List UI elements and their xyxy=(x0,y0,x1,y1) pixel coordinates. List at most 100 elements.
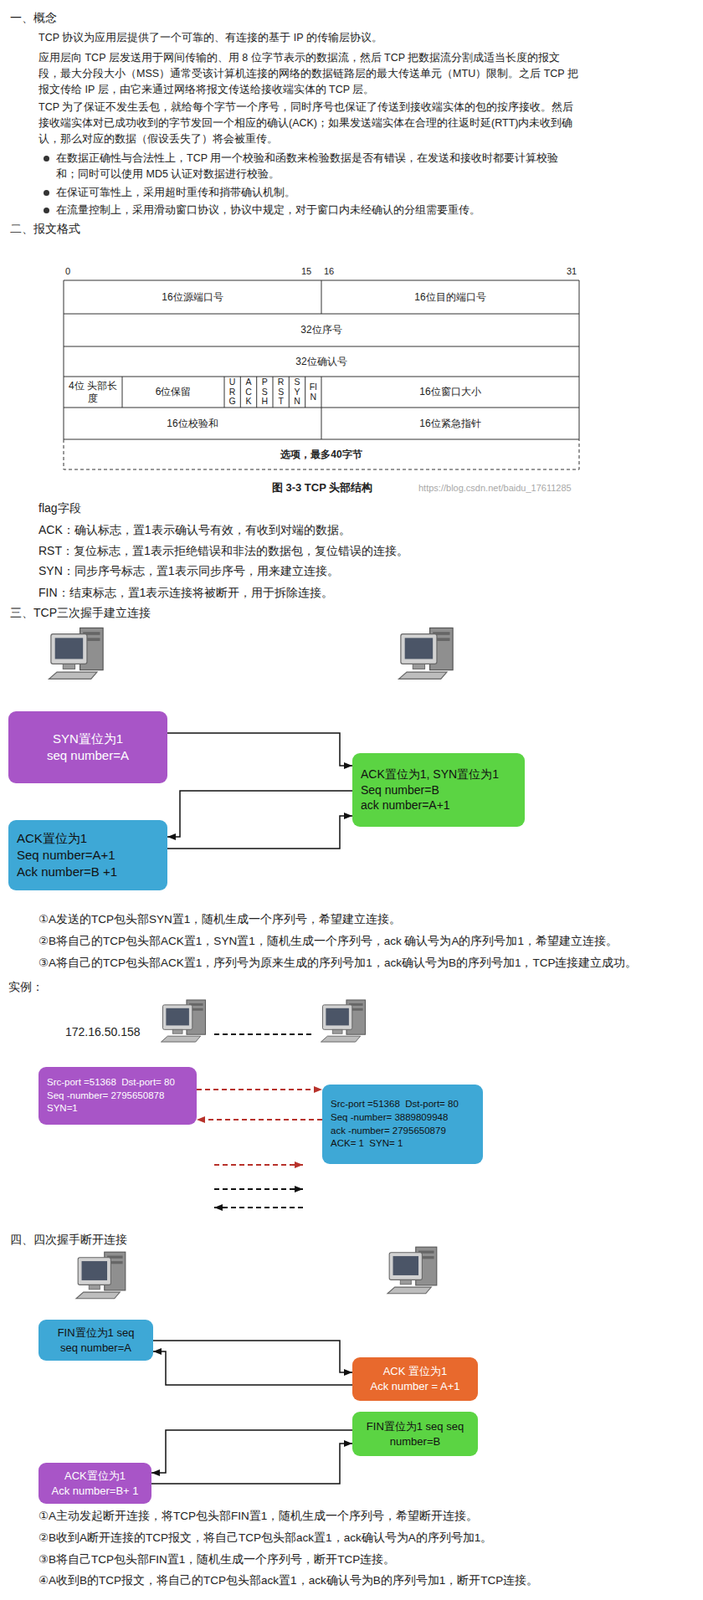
packet-field-text: ACK置位为1, SYN置位为1 xyxy=(360,766,499,783)
message-arrow xyxy=(153,1351,353,1386)
table-column-lines xyxy=(63,280,580,440)
message-arrow xyxy=(151,1443,353,1484)
table-cell: 32位序号 xyxy=(300,323,342,337)
packet-field-text: ACK置位为1 xyxy=(64,1468,126,1484)
computer-icon xyxy=(76,1252,126,1299)
packet-field-text: Seq number=B xyxy=(360,782,440,799)
bullet-text: 在保证可靠性上，采用超时重传和捎带确认机制。 xyxy=(56,184,579,201)
fin-packet-box: FIN置位为1 seqseq number=A xyxy=(38,1319,154,1361)
flag-description: RST：复位标志，置1表示拒绝错误和非法的数据包，复位错误的连接。 xyxy=(38,543,409,560)
packet-field-text: ack number=A+1 xyxy=(360,797,451,814)
packet-field-text: Seq -number= 2795650878 xyxy=(46,1089,165,1104)
packet-field-text: Ack number = A+1 xyxy=(370,1379,461,1395)
figure-caption: 图 3-3 TCP 头部结构 xyxy=(271,481,373,495)
message-arrow xyxy=(196,1118,323,1121)
dashed-arrow xyxy=(214,1188,303,1191)
bit-number: 0 xyxy=(65,265,71,278)
section-heading: 二、报文格式 xyxy=(10,220,81,238)
flag-bit: PSH xyxy=(260,377,270,407)
dashed-arrow xyxy=(214,1206,303,1209)
bullet-text: 在数据正确性与合法性上，TCP 用一个校验和函数来检验数据是否有错误，在发送和接… xyxy=(56,150,579,183)
flag-description: FIN：结束标志，置1表示连接将被断开，用于拆除连接。 xyxy=(38,584,334,602)
section-heading: 一、概念 xyxy=(10,10,57,27)
options-dashed-border xyxy=(63,439,580,470)
bullet-dot xyxy=(43,189,50,196)
packet-field-text: Seq -number= 3889809948 xyxy=(330,1111,448,1125)
ack-packet-box: ACK置位为1Ack number=B+ 1 xyxy=(38,1462,152,1504)
packet-field-text: Ack number=B+ 1 xyxy=(51,1483,139,1499)
table-cell: 16位目的端口号 xyxy=(414,291,486,304)
table-cell: 16位紧急指针 xyxy=(419,417,481,431)
example-heading: 实例： xyxy=(8,979,44,996)
paragraph: 应用层向 TCP 层发送用于网间传输的、用 8 位字节表示的数据流，然后 TCP… xyxy=(38,50,579,98)
flag-bit: ACK xyxy=(244,377,254,407)
flag-description: SYN：同步序号标志，置1表示同步序号，用来建立连接。 xyxy=(38,563,339,580)
packet-field-text: ACK= 1 SYN= 1 xyxy=(330,1137,403,1151)
fin-packet-box: FIN置位为1 seq seq number=B xyxy=(352,1411,478,1457)
bullet-dot xyxy=(43,207,50,214)
watermark: https://blog.csdn.net/baidu_17611285 xyxy=(418,482,572,495)
ack-packet-box: ACK置位为1Seq number=A+1Ack number=B +1 xyxy=(8,820,168,891)
bullet-dot xyxy=(43,155,50,162)
flag-column-lines xyxy=(240,376,305,408)
packet-field-text: Src-port =51368 Dst-port= 80 xyxy=(330,1098,459,1112)
message-arrow xyxy=(153,1340,353,1373)
dashed-arrow xyxy=(214,1164,303,1166)
example-packet-box: Src-port =51368 Dst-port= 80Seq -number=… xyxy=(38,1067,197,1125)
tcp-header-table xyxy=(63,280,580,470)
packet-field-text: seq number=A xyxy=(60,1340,132,1356)
table-cell: 16位校验和 xyxy=(166,417,218,431)
bit-number: 31 xyxy=(566,265,577,278)
step-text: ④A收到B的TCP报文，将自己的TCP包头部ack置1，ack确认号为B的序列号… xyxy=(38,1573,539,1590)
message-arrow xyxy=(167,815,353,849)
syn-packet-box: SYN置位为1seq number=A xyxy=(8,711,168,784)
computer-icon xyxy=(387,1246,437,1294)
table-cell: 16位窗口大小 xyxy=(419,385,481,399)
packet-field-text: SYN置位为1 xyxy=(52,730,124,748)
table-cell: 16位源端口号 xyxy=(161,291,223,304)
example-packet-box: Src-port =51368 Dst-port= 80Seq -number=… xyxy=(322,1084,483,1165)
step-text: ③A将自己的TCP包头部ACK置1，序列号为原来生成的序列号加1，ack确认号为… xyxy=(38,955,637,972)
table-cell: 6位保留 xyxy=(155,385,192,399)
step-text: ②B将自己的TCP包头部ACK置1，SYN置1，随机生成一个序列号，ack 确认… xyxy=(38,933,618,950)
table-row-lines xyxy=(63,280,580,440)
table-cell: 32位确认号 xyxy=(295,355,347,369)
packet-field-text: SYN=1 xyxy=(46,1102,78,1116)
flag-bit: URG xyxy=(227,377,237,407)
packet-field-text: ACK置位为1 xyxy=(16,830,88,847)
message-arrow xyxy=(151,1430,353,1473)
packet-field-text: Seq number=A+1 xyxy=(16,846,116,864)
packet-field-text: Src-port =51368 Dst-port= 80 xyxy=(46,1076,175,1090)
ip-address: 172.16.50.158 xyxy=(65,1024,141,1042)
message-arrow xyxy=(196,1088,323,1091)
flag-description: ACK：确认标志，置1表示确认号有效，有收到对端的数据。 xyxy=(38,522,351,539)
bit-number: 15 xyxy=(301,265,312,278)
computer-icon xyxy=(161,1000,206,1042)
field-heading: flag字段 xyxy=(38,500,82,518)
flag-bit: FIN xyxy=(308,382,319,402)
bit-number: 16 xyxy=(323,265,334,278)
syn-ack-packet-box: ACK置位为1, SYN置位为1Seq number=Back number=A… xyxy=(352,753,525,827)
flag-bit: SYN xyxy=(292,377,303,407)
step-text: ①A发送的TCP包头部SYN置1，随机生成一个序列号，希望建立连接。 xyxy=(38,912,401,929)
table-cell: 4位 头部长度 xyxy=(67,379,119,406)
paragraph: TCP 协议为应用层提供了一个可靠的、有连接的基于 IP 的传输层协议。 xyxy=(38,30,579,47)
table-cell: 选项，最多40字节 xyxy=(280,448,362,462)
message-arrow xyxy=(167,790,353,837)
section-heading: 四、四次握手断开连接 xyxy=(10,1231,128,1249)
ack-packet-box: ACK 置位为1Ack number = A+1 xyxy=(352,1357,478,1401)
section-heading: 三、TCP三次握手建立连接 xyxy=(10,605,151,622)
paragraph: TCP 为了保证不发生丢包，就给每个字节一个序号，同时序号也保证了传送到接收端实… xyxy=(38,99,579,148)
packet-field-text: FIN置位为1 seq xyxy=(57,1325,135,1341)
bullet-text: 在流量控制上，采用滑动窗口协议，协议中规定，对于窗口内未经确认的分组需要重传。 xyxy=(56,202,579,219)
packet-field-text: Ack number=B +1 xyxy=(16,863,118,881)
flag-bit: RST xyxy=(276,377,286,407)
computer-icon xyxy=(399,627,454,679)
computer-icon xyxy=(49,627,104,679)
packet-field-text: seq number=A xyxy=(46,747,129,765)
computer-icon xyxy=(321,1000,366,1042)
packet-field-text: ACK 置位为1 xyxy=(383,1364,448,1380)
packet-field-text: ack -number= 2795650879 xyxy=(330,1124,447,1139)
message-arrow xyxy=(167,733,353,766)
